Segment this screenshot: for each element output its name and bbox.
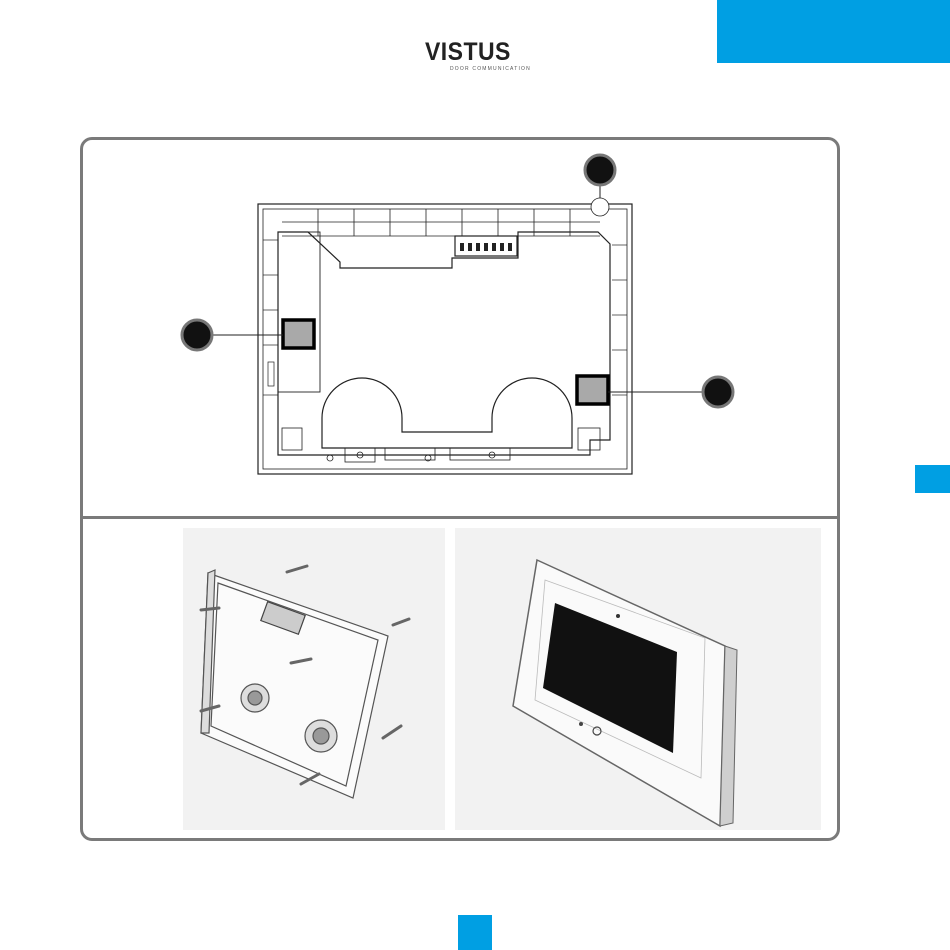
callout-marker-left — [182, 320, 212, 350]
exploded-mounting-drawing — [183, 528, 445, 830]
camera-dot — [616, 614, 620, 618]
monitor-drawing — [455, 528, 821, 830]
mount-point-left — [283, 320, 314, 348]
mount-point-right — [577, 376, 608, 404]
callout-marker-right — [703, 377, 733, 407]
callout-marker-top — [585, 155, 615, 185]
exploded-mounting-illustration — [183, 528, 445, 830]
unlock-button-icon — [579, 722, 583, 726]
speaker-housings — [322, 378, 572, 448]
monitor-product-illustration — [455, 528, 821, 830]
